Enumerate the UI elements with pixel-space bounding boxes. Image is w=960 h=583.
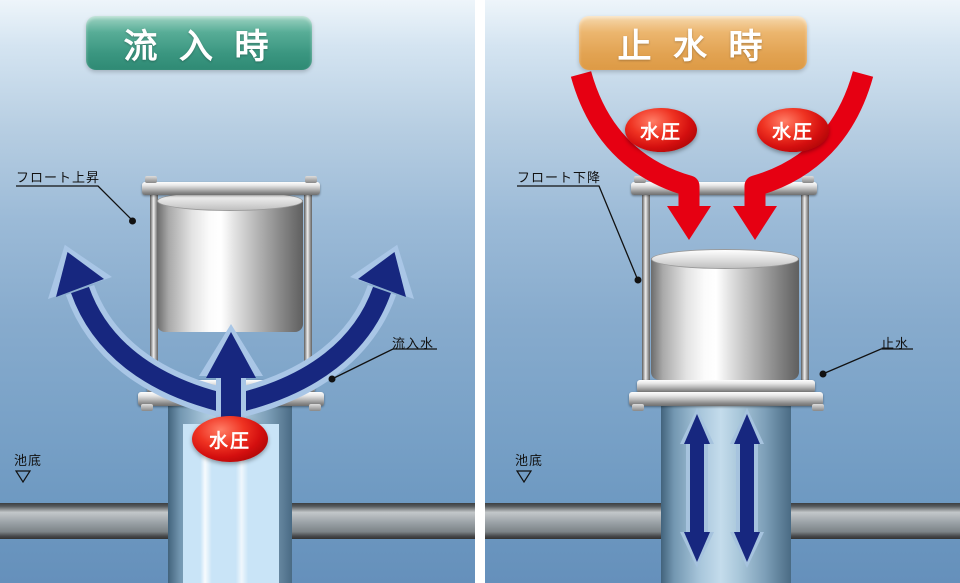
leader-line-stop-water [819,348,913,378]
flange-bolt-right [309,404,321,411]
float-cylinder-top [651,249,799,269]
inflow-water-label: 流入水 [392,336,435,351]
water-pressure-badge-left: 水圧 [625,108,697,152]
water-pressure-label: 水圧 [639,121,682,143]
riser-pipe [661,404,791,583]
water-pressure-label: 水圧 [208,430,251,452]
water-pressure-badge-right: 水圧 [757,108,829,152]
pond-bottom-label: 池底 [14,453,43,468]
panel-shutoff: 水圧 水圧 フロート下降 止水 池底 止 水 時 [485,0,960,583]
flange-bolt-right [812,404,824,411]
pond-bottom-marker [515,470,533,484]
guide-rod-left [642,193,650,382]
pond-bottom-label: 池底 [515,453,544,468]
leader-line-inflow-water [328,348,437,383]
panel-inflow: 水圧 フロート上昇 流入水 池底 流 入 時 [0,0,475,583]
flange-bolt-left [632,404,644,411]
cage-top-plate [631,182,817,195]
top-plate-bolt-left [145,176,157,183]
leader-line-float-rise [16,185,136,225]
top-plate-bolt-right [305,176,317,183]
float-cylinder [157,200,303,332]
water-pressure-badge: 水圧 [192,416,268,462]
leader-line-float-descend [517,185,642,284]
float-descend-label: フロート下降 [517,170,602,185]
inflow-title-banner: 流 入 時 [86,16,312,70]
cage-bottom-plate [637,380,815,393]
water-pressure-label: 水圧 [771,121,814,143]
float-rise-label: フロート上昇 [16,170,101,185]
top-plate-bolt-left [634,176,646,183]
stop-water-label: 止水 [881,336,910,351]
shutoff-title-banner: 止 水 時 [579,16,807,70]
pipe-flange [629,392,823,406]
top-plate-bolt-right [802,176,814,183]
pressure-arrow-right [733,71,874,240]
cage-top-plate [142,182,320,195]
flange-bolt-left [141,404,153,411]
guide-rod-right [304,193,312,382]
pond-bottom-marker [14,470,32,484]
pipe-flange [138,392,324,406]
float-cylinder [651,258,799,380]
guide-rod-right [801,193,809,382]
